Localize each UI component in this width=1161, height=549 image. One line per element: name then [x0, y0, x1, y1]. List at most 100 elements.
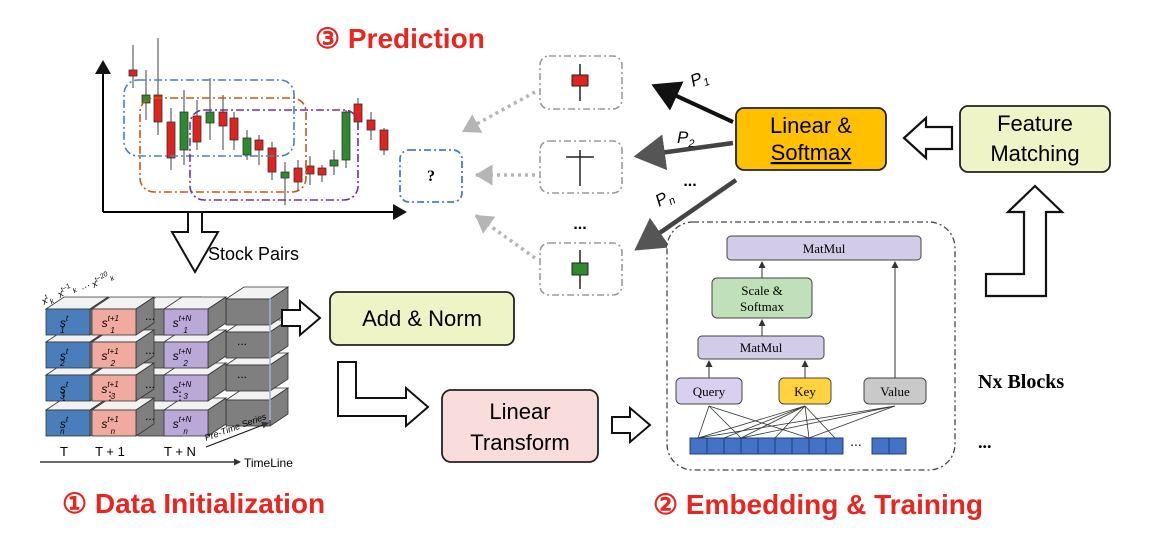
- embedding-link: [804, 405, 836, 439]
- embedding-cell: [825, 437, 844, 455]
- embedding-cell: [723, 437, 742, 455]
- candle-body: [329, 159, 339, 167]
- embedding-cell: [757, 437, 776, 455]
- hollow-arrow-to-add-norm: [281, 298, 322, 338]
- prediction-title: ③ Prediction: [315, 23, 485, 54]
- matmul-top-box: [726, 235, 922, 261]
- window-frame-orange: [139, 97, 307, 193]
- embedding-link: [723, 405, 806, 439]
- query-label: Query: [693, 384, 726, 399]
- cube-ellipsis: ...: [237, 367, 247, 381]
- embedding-cell: [774, 437, 793, 455]
- prob-ellipsis: ...: [683, 173, 696, 190]
- embedding-link: [697, 405, 896, 439]
- candidate-boxes: ...: [539, 55, 623, 296]
- window-frame-purple: [189, 109, 359, 201]
- candle-body: [218, 111, 228, 127]
- cube-vertical-ellipsis: ⋮: [58, 389, 70, 403]
- nx-blocks-label: Nx Blocks: [978, 371, 1064, 393]
- p1-sub: 1: [702, 76, 712, 89]
- cube-ellipsis: ...: [145, 377, 155, 391]
- matmul-top-label: MatMul: [803, 241, 846, 256]
- window-frame-blue: [123, 79, 295, 157]
- embedding-cell: [689, 437, 708, 455]
- embedding-cell: [740, 437, 759, 455]
- linear-transform-label-2: Transform: [470, 430, 569, 455]
- linear-softmax-box: [735, 107, 887, 171]
- col-label-t: T: [60, 444, 68, 459]
- linear-transform-box: [441, 389, 599, 463]
- col-label-t1: T + 1: [95, 444, 125, 459]
- embedding-ellipsis: ...: [850, 433, 862, 449]
- linear-transform-label-1: Linear: [489, 399, 550, 424]
- embedding-link: [708, 405, 810, 439]
- candle-body: [317, 167, 327, 176]
- candle-body: [179, 111, 189, 151]
- question-mark: ?: [427, 168, 435, 185]
- cube-ellipsis: ...: [145, 309, 155, 323]
- candidate-candle-green: [571, 262, 589, 276]
- p2-label: P: [677, 128, 689, 147]
- cube-front-face: [163, 409, 209, 437]
- embedding-lines: [697, 405, 896, 439]
- attention-block: MatMul Scale & Softmax MatMul Query Key …: [666, 221, 956, 471]
- candle-body: [341, 111, 351, 161]
- candle-body: [242, 137, 252, 156]
- cube-front-face: [45, 308, 91, 336]
- cube-front-face: [91, 341, 137, 369]
- candle-body: [293, 167, 303, 183]
- embedding-cell: [888, 437, 907, 455]
- pre-time-series-arrow: [205, 421, 269, 448]
- candles-group: [128, 38, 389, 205]
- cube-ellipsis: ...: [145, 409, 155, 423]
- prob-arrow-p2: [633, 134, 734, 171]
- svg-text:P1: P1: [687, 67, 711, 94]
- candidate-ellipsis: ...: [573, 216, 586, 233]
- timeline-label: TimeLine: [244, 456, 293, 470]
- svg-text:Pn: Pn: [652, 186, 678, 214]
- candle-body: [280, 171, 290, 179]
- embedding-link: [697, 405, 710, 439]
- candle-body: [205, 111, 215, 124]
- candle-body: [153, 94, 163, 123]
- cube-front-face: [91, 308, 137, 336]
- candle-body: [229, 117, 239, 141]
- cube-front-face: [45, 341, 91, 369]
- prob-arrow-pn: [634, 178, 738, 251]
- cube-front-face: [91, 374, 137, 402]
- embedding-link: [740, 405, 896, 439]
- cube-vertical-ellipsis: ⋮: [174, 389, 186, 403]
- data-init-title: ① Data Initialization: [62, 488, 325, 519]
- col-label-tn: T + N: [164, 444, 196, 459]
- cube-front-face: [225, 364, 271, 392]
- value-label: Value: [880, 384, 910, 399]
- embedding-cells: [689, 437, 907, 455]
- candle-body: [353, 103, 363, 123]
- dotted-arrow-1: [461, 90, 536, 134]
- prediction-unknown-box: [399, 149, 463, 203]
- dotted-arrow-n: [473, 213, 537, 260]
- embedding-link: [808, 405, 896, 439]
- cube-ellipsis: ...: [145, 343, 155, 357]
- cube-front-face: [225, 331, 271, 359]
- hollow-arrow-to-attention: [611, 405, 652, 445]
- feature-matching-label-1: Feature: [997, 111, 1073, 136]
- embedding-cell: [871, 437, 890, 455]
- candle-body: [166, 121, 176, 159]
- cube-front-face: [163, 374, 209, 402]
- cube-front-face: [163, 341, 209, 369]
- candidate-candle-red: [571, 74, 589, 87]
- pn-sub: n: [667, 194, 678, 207]
- hollow-arrow-to-softmax: [902, 115, 954, 161]
- blocks-ellipsis: ...: [978, 432, 992, 452]
- hollow-arrow-to-feature-matching: [984, 184, 1065, 298]
- candle-body: [254, 139, 264, 151]
- svg-text:…: …: [78, 278, 92, 293]
- linear-softmax-label-2: Softmax: [771, 140, 852, 165]
